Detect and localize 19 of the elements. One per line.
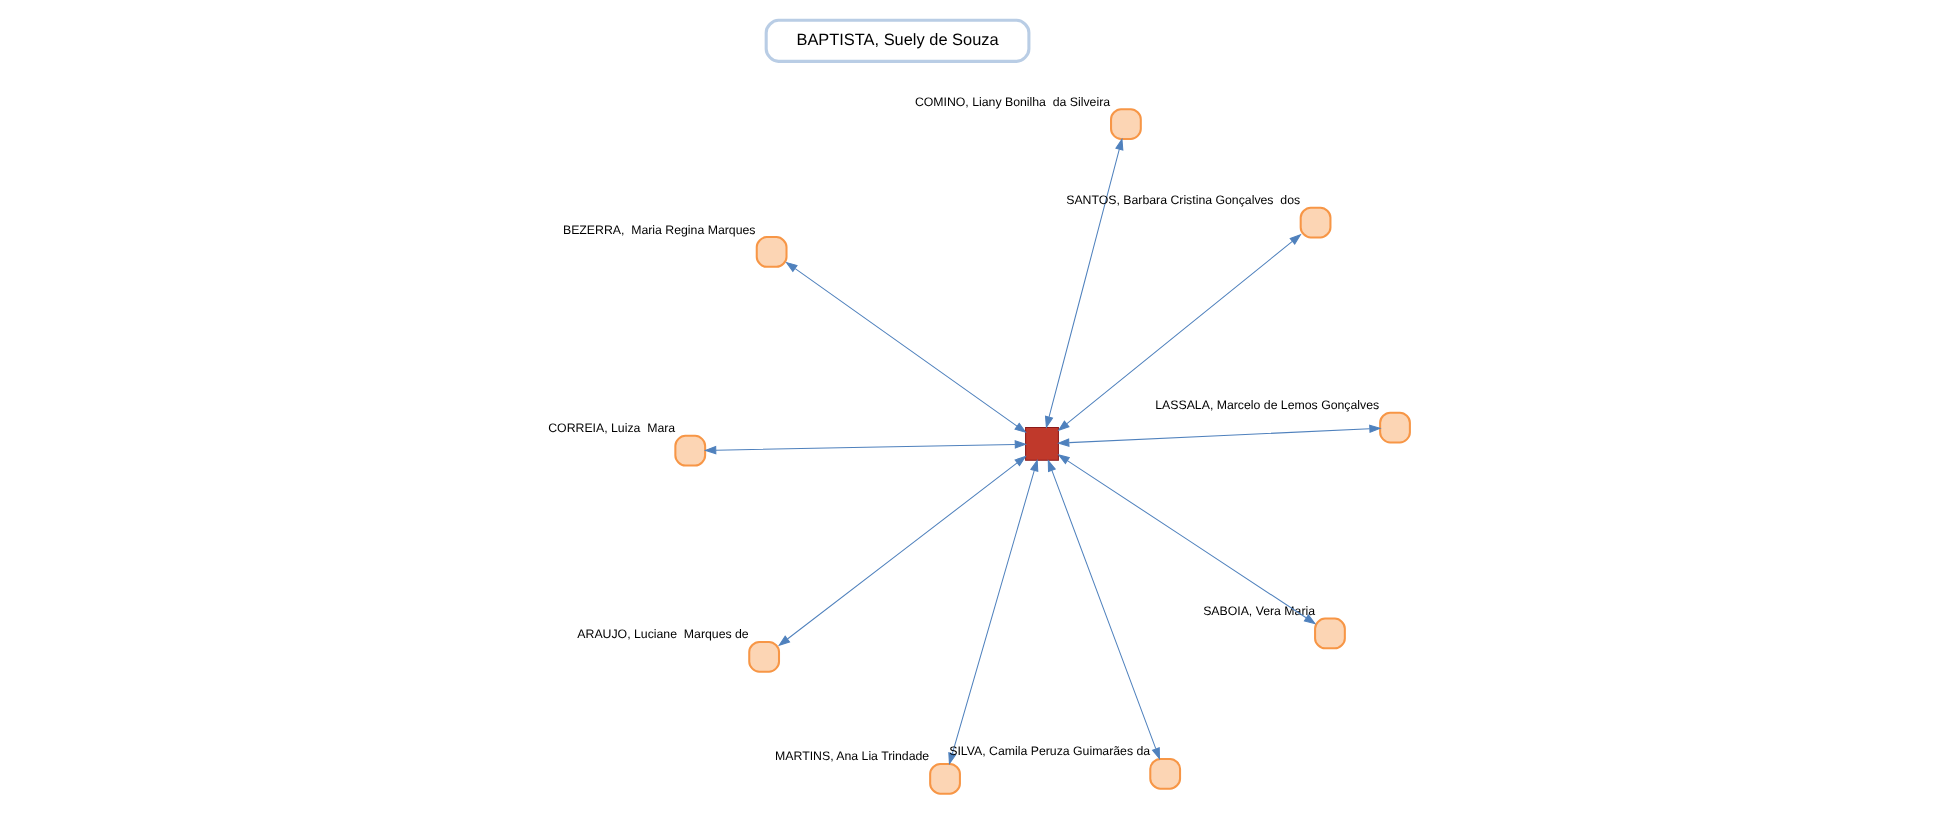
- arrow: [1047, 459, 1161, 760]
- node-box: [674, 434, 707, 467]
- node-box: [748, 640, 781, 673]
- arrow: [785, 261, 1027, 434]
- arrow: [1057, 454, 1317, 625]
- node-box: [1314, 617, 1346, 650]
- arrow: [1057, 424, 1382, 447]
- node-box: BAPTISTA, Suely de Souza: [764, 18, 1031, 63]
- node-box: [1110, 108, 1142, 140]
- node-box: [1149, 757, 1182, 790]
- arrow: [1044, 137, 1124, 429]
- arrow: [778, 455, 1027, 647]
- node-box: [755, 236, 788, 268]
- arrow: [703, 440, 1028, 455]
- node-box: [929, 762, 961, 795]
- node-box: [1379, 411, 1411, 444]
- node-box: [1299, 206, 1332, 239]
- node-box: [1025, 426, 1059, 461]
- arrow: [1057, 233, 1302, 432]
